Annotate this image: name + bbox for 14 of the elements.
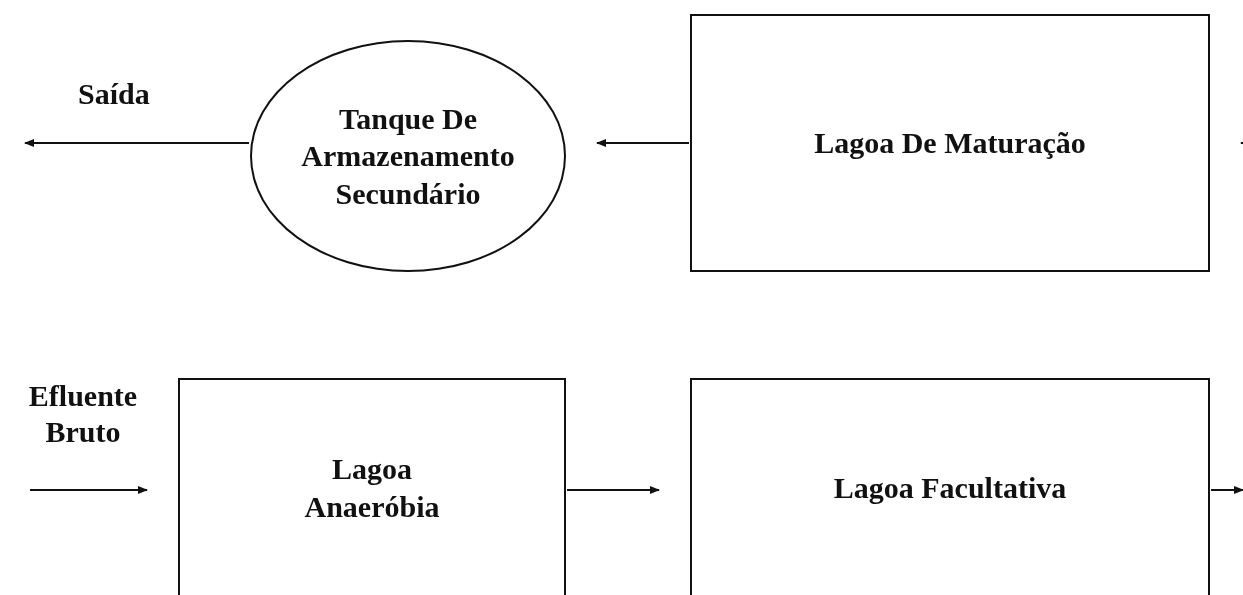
flow-label: Saída — [78, 76, 150, 112]
process-box — [690, 378, 1210, 595]
arrow — [596, 139, 690, 147]
node-label: Tanque De Armazenamento Secundário — [300, 100, 516, 212]
node-label: Lagoa Facultativa — [833, 469, 1067, 506]
arrow — [566, 486, 660, 494]
node-label: Lagoa De Maturação — [814, 125, 1086, 162]
arrow — [1210, 486, 1243, 494]
flow-label: Efluente Bruto — [27, 378, 139, 450]
process-box — [690, 14, 1210, 272]
node-label: Lagoa Anaeróbia — [303, 451, 441, 525]
process-box — [178, 378, 566, 595]
arrow — [24, 139, 250, 147]
arrow — [29, 486, 148, 494]
